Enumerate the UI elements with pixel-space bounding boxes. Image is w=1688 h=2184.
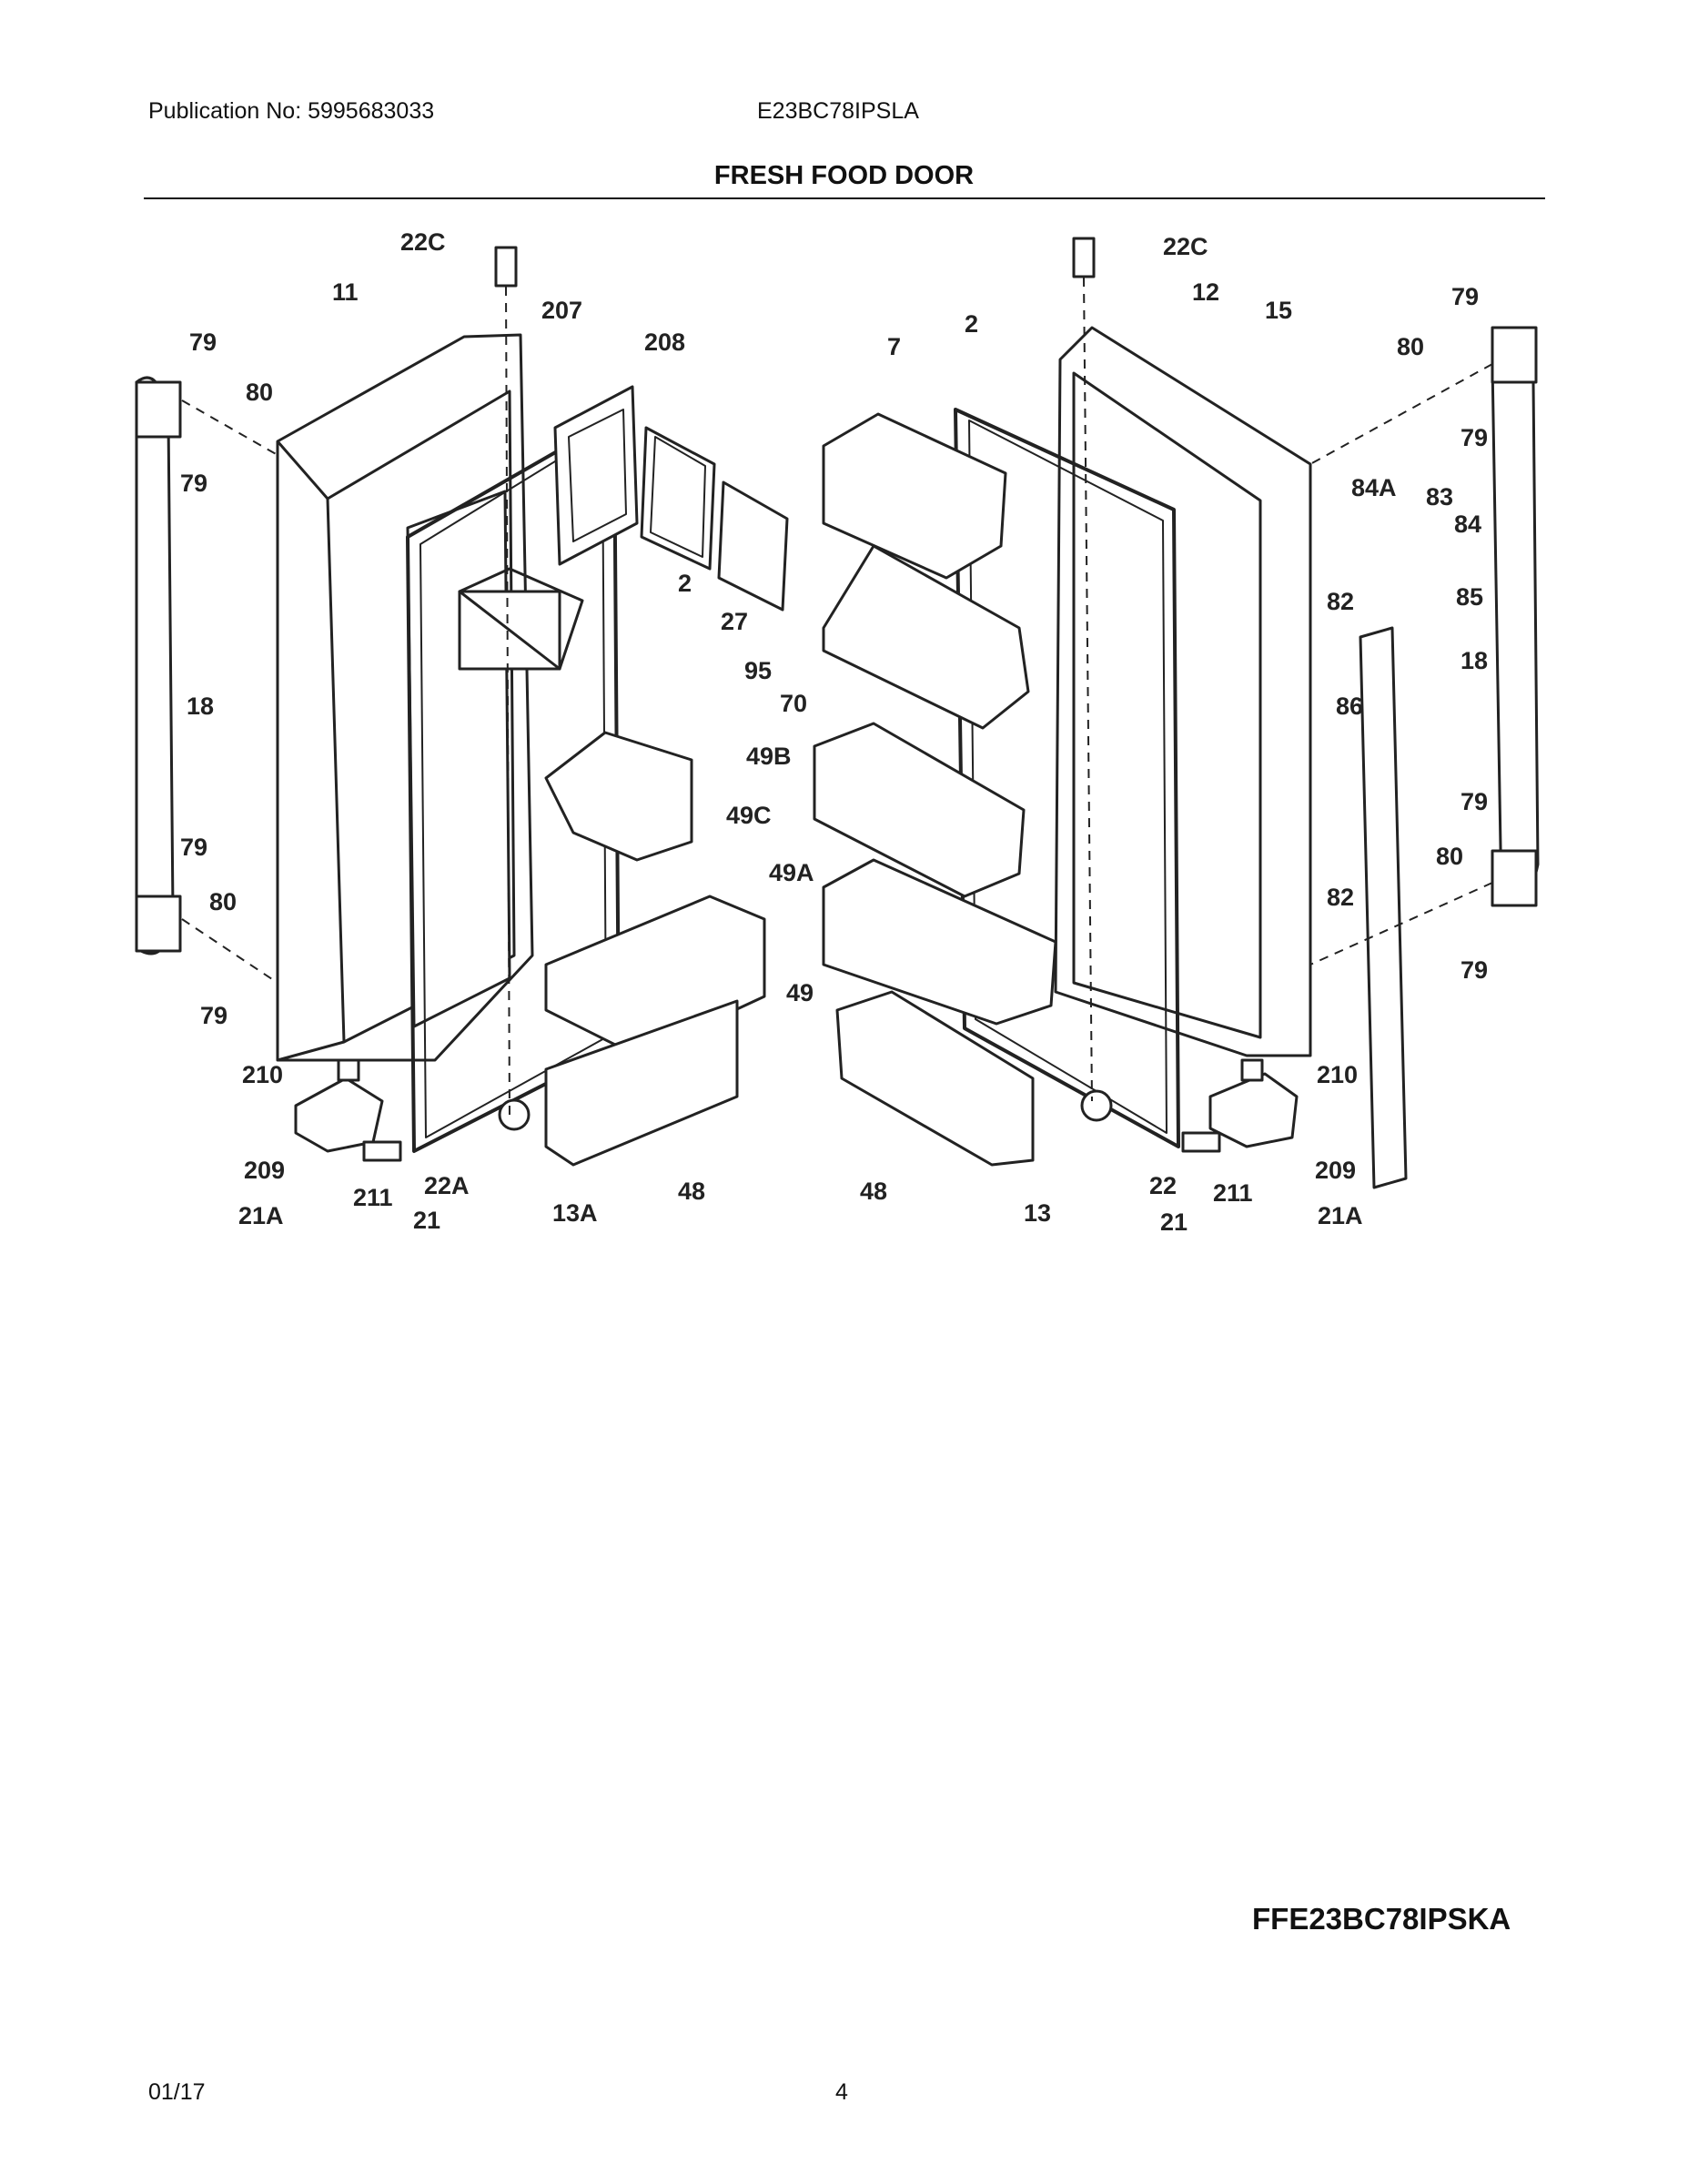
callout: 18	[187, 693, 214, 720]
callout: 18	[1461, 647, 1488, 674]
callout: 15	[1265, 297, 1292, 324]
callout: 13	[1024, 1199, 1051, 1227]
callout: 211	[353, 1184, 393, 1211]
assembly-lines	[181, 277, 1493, 1120]
callout: 80	[246, 379, 273, 406]
section-title: FRESH FOOD DOOR	[713, 161, 975, 190]
hinge-parts	[294, 237, 1299, 1162]
right-door-shell	[1054, 326, 1312, 1057]
callout: 22A	[424, 1172, 470, 1199]
callout: 79	[180, 470, 207, 497]
callout: 13A	[552, 1199, 598, 1227]
callout: 79	[189, 329, 217, 356]
dispenser-frames	[553, 385, 789, 612]
left-door-handle	[135, 376, 182, 956]
callout: 49	[786, 979, 814, 1006]
callout: 21	[413, 1207, 440, 1234]
callout: 82	[1327, 588, 1354, 615]
callout: 210	[242, 1061, 283, 1088]
callout: 210	[1317, 1061, 1358, 1088]
callout: 79	[1451, 283, 1479, 310]
callout: 208	[644, 329, 685, 356]
callout: 49C	[726, 802, 772, 829]
callout: 209	[1315, 1157, 1356, 1184]
callout: 7	[887, 333, 901, 360]
callout: 82	[1327, 884, 1354, 911]
callout: 12	[1192, 278, 1219, 306]
callout: 79	[180, 834, 207, 861]
variant-model-number: FFE23BC78IPSKA	[1252, 1902, 1511, 1936]
callout: 84	[1454, 511, 1481, 538]
callout: 49B	[746, 743, 792, 770]
callout: 22C	[400, 228, 446, 256]
callout: 11	[332, 278, 359, 306]
callout: 2	[678, 570, 692, 597]
callout: 207	[541, 297, 582, 324]
callout: 49A	[769, 859, 814, 886]
header-rule	[144, 197, 1545, 199]
left-door-bins	[544, 731, 766, 1167]
callout: 2	[965, 310, 978, 338]
callout: 86	[1336, 693, 1363, 720]
callout: 95	[744, 657, 772, 684]
callout: 79	[1461, 788, 1488, 815]
callout: 21A	[1318, 1202, 1363, 1229]
right-door-handle	[1359, 326, 1540, 1189]
callout: 79	[1461, 424, 1488, 451]
callout: 84A	[1351, 474, 1397, 501]
callout: 211	[1213, 1179, 1253, 1207]
callout: 21	[1160, 1208, 1188, 1236]
callout: 27	[721, 608, 748, 635]
callout: 83	[1426, 483, 1453, 511]
model-number: E23BC78IPSLA	[757, 98, 919, 124]
callout: 21A	[238, 1202, 284, 1229]
left-door-liner	[406, 490, 584, 1028]
callout: 79	[200, 1002, 227, 1029]
callout: 80	[1397, 333, 1424, 360]
callout: 80	[1436, 843, 1463, 870]
diagram-drawing	[135, 237, 1540, 1189]
callout: 209	[244, 1157, 285, 1184]
callout: 48	[678, 1178, 705, 1205]
publication-number: Publication No: 5995683033	[148, 98, 435, 124]
publication-date: 01/17	[148, 2079, 206, 2105]
callout: 79	[1461, 956, 1488, 984]
callout: 22	[1149, 1172, 1177, 1199]
callout: 22C	[1163, 233, 1208, 260]
callout: 70	[780, 690, 807, 717]
callout: 48	[860, 1178, 887, 1205]
page-number: 4	[835, 2079, 848, 2105]
callout: 85	[1456, 583, 1483, 611]
callout-labels: 22C 11 207 208 79 80 79 2 27 95 18 49B 7…	[180, 228, 1488, 1236]
right-door-bins	[813, 412, 1057, 1167]
callout: 80	[209, 888, 237, 915]
